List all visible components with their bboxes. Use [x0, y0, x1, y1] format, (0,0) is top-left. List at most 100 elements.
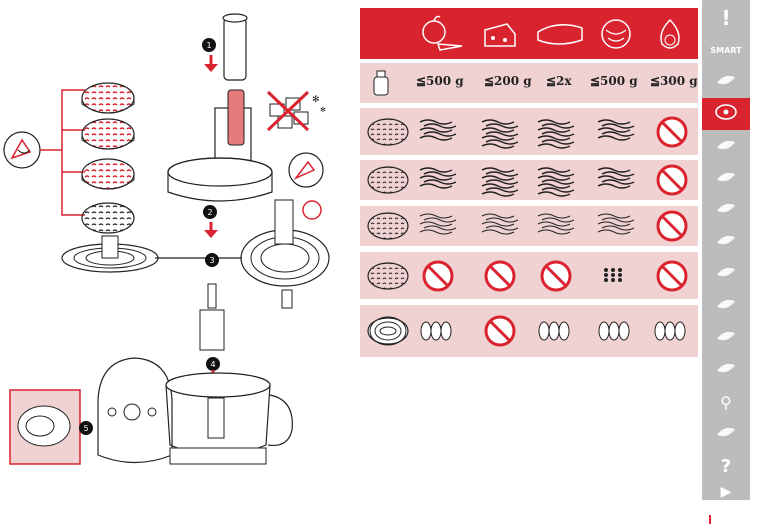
table-cell — [480, 114, 520, 150]
fine-grater-disc — [368, 213, 408, 239]
table-cell — [596, 258, 636, 294]
smart-logo-icon: SMART — [710, 46, 741, 55]
sidebar-item-tap[interactable] — [702, 258, 750, 290]
sidebar-item-faucet[interactable] — [702, 322, 750, 354]
tap-icon — [714, 263, 738, 285]
table-cell — [418, 162, 458, 198]
sidebar-item-dough[interactable] — [702, 226, 750, 258]
sidebar-item-leaf[interactable] — [702, 66, 750, 98]
apple-carrot-icon — [423, 17, 462, 51]
table-cell — [596, 162, 636, 198]
svg-text:✻: ✻ — [320, 106, 326, 114]
not-allowed-icon — [658, 212, 686, 240]
leaf-icon — [714, 199, 738, 221]
blender-icon — [714, 168, 738, 190]
table-row — [360, 160, 698, 200]
grinding-disc — [82, 203, 134, 233]
sidebar-item-recipe[interactable] — [702, 290, 750, 322]
feed-tube-lid — [168, 90, 272, 201]
disc-icon — [714, 103, 738, 125]
slicing-disc — [364, 311, 414, 351]
table-cell — [418, 114, 458, 150]
table-cell — [596, 208, 636, 244]
svg-text:4: 4 — [210, 360, 215, 369]
certificate-icon — [714, 423, 738, 445]
table-cell — [536, 162, 576, 198]
fine-grater-disc — [364, 206, 414, 246]
table-row — [360, 305, 698, 357]
sidebar-item-exclamation[interactable]: ! — [702, 2, 750, 34]
sidebar-item-recycle[interactable] — [702, 354, 750, 386]
slicing-disc-holder — [241, 200, 329, 308]
cheese-icon — [485, 24, 515, 46]
grated-cheese-icon — [538, 120, 574, 148]
fine-shreds-icon — [482, 214, 518, 234]
quantity-onion: ≦300 g — [650, 74, 698, 88]
table-cell — [418, 208, 458, 244]
grated-cheese-icon — [482, 120, 518, 148]
table-row — [360, 252, 698, 299]
svg-text:1: 1 — [206, 41, 211, 50]
sidebar-item-certificate[interactable] — [702, 418, 750, 450]
slicing-disc — [368, 317, 408, 345]
table-cell — [652, 313, 692, 349]
food-header-row — [360, 8, 698, 59]
table-cell — [652, 208, 692, 244]
onion-icon — [661, 20, 679, 48]
coarse-grater-disc — [368, 119, 408, 145]
table-cell — [480, 162, 520, 198]
quantity-row: ≦500 g ≦200 g ≦2x ≦500 g ≦300 g — [360, 63, 698, 103]
table-cell — [596, 114, 636, 150]
sidebar-item-smart-logo[interactable]: SMART — [702, 34, 750, 66]
faucet-icon — [714, 327, 738, 349]
table-cell — [480, 313, 520, 349]
food-icons — [360, 8, 698, 59]
table-cell — [418, 258, 458, 294]
sidebar-item-blender[interactable] — [702, 163, 750, 195]
sidebar: !SMART⚲?▶ — [702, 0, 750, 500]
table-cell — [652, 162, 692, 198]
shreds-icon — [420, 168, 456, 188]
table-cell — [418, 313, 458, 349]
recipe-icon — [714, 295, 738, 317]
crumbs-icon — [604, 268, 622, 282]
table-row — [360, 206, 698, 246]
grater-disc-coarse — [82, 83, 134, 113]
cucumber-icon — [538, 25, 582, 44]
sidebar-item-leaf[interactable] — [702, 194, 750, 226]
grated-cheese-icon — [482, 168, 518, 196]
sidebar-item-search[interactable]: ⚲ — [702, 386, 750, 418]
dough-icon — [714, 231, 738, 253]
slices-icon — [421, 322, 451, 340]
table-cell — [536, 114, 576, 150]
not-allowed-icon — [542, 262, 570, 290]
search-icon: ⚲ — [720, 393, 732, 412]
quantity-apple: ≦500 g — [416, 74, 464, 88]
svg-text:3: 3 — [209, 256, 214, 265]
leaf-icon — [714, 71, 738, 93]
no-ice-icon: ✻ ✻ — [268, 92, 326, 130]
grinding-disc — [364, 256, 414, 296]
table-cell — [652, 258, 692, 294]
next-page-icon: ▶ — [721, 484, 732, 500]
quantity-cheese: ≦200 g — [484, 74, 532, 88]
table-cell — [480, 208, 520, 244]
shreds-icon — [598, 120, 634, 140]
slices-icon — [599, 322, 629, 340]
food-processor-bowl — [166, 373, 292, 464]
grated-cheese-icon — [538, 168, 574, 196]
svg-text:2: 2 — [207, 208, 212, 217]
quantity-cabbage: ≦500 g — [590, 74, 638, 88]
not-allowed-icon — [658, 262, 686, 290]
sidebar-item-whisk[interactable] — [702, 131, 750, 163]
sidebar-item-next-page[interactable]: ▶ — [702, 476, 750, 508]
svg-text:5: 5 — [83, 424, 88, 433]
grater-disc-fine — [82, 159, 134, 189]
table-cell — [596, 313, 636, 349]
grinding-disc — [368, 263, 408, 289]
sidebar-item-disc[interactable] — [702, 98, 750, 130]
not-allowed-icon — [658, 118, 686, 146]
whisk-icon — [714, 136, 738, 158]
fine-shreds-icon — [420, 214, 456, 234]
fine-shreds-icon — [538, 214, 574, 234]
